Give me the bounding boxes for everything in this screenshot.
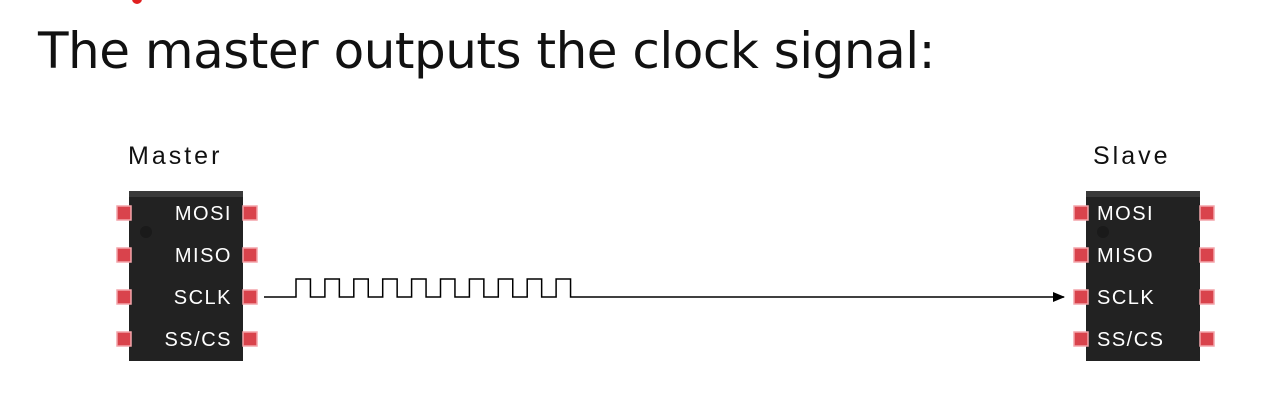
slave-pin-left-sclk bbox=[1073, 289, 1089, 305]
master-pin-right-sclk bbox=[242, 289, 258, 305]
slide-title: The master outputs the clock signal: bbox=[38, 22, 935, 80]
slave-chip-body bbox=[1086, 191, 1200, 361]
master-pin-right-mosi bbox=[242, 205, 258, 221]
master-pin-left-sscs bbox=[116, 331, 132, 347]
master-pin1-dot bbox=[140, 226, 152, 238]
slave-pin-right-miso bbox=[1199, 247, 1215, 263]
master-chip: MOSI MISO SCLK SS/CS bbox=[116, 191, 258, 361]
slave-pin-left-sscs bbox=[1073, 331, 1089, 347]
slave-pin1-dot bbox=[1097, 226, 1109, 238]
slave-pin-label-miso: MISO bbox=[1097, 245, 1154, 267]
slave-pin-right-sclk bbox=[1199, 289, 1215, 305]
slave-pin-right-sscs bbox=[1199, 331, 1215, 347]
slave-pins-left bbox=[1073, 205, 1089, 347]
slave-pins-right bbox=[1199, 205, 1215, 347]
master-pin-label-sclk: SCLK bbox=[174, 287, 232, 309]
master-pin-left-mosi bbox=[116, 205, 132, 221]
slave-pin-label-sclk: SCLK bbox=[1097, 287, 1155, 309]
master-label: Master bbox=[128, 142, 223, 170]
slave-label: Slave bbox=[1093, 142, 1171, 170]
master-pin-right-sscs bbox=[242, 331, 258, 347]
master-pin-label-miso: MISO bbox=[175, 245, 232, 267]
slave-pin-right-mosi bbox=[1199, 205, 1215, 221]
master-pin-right-miso bbox=[242, 247, 258, 263]
slave-pin-left-mosi bbox=[1073, 205, 1089, 221]
master-chip-body bbox=[129, 191, 243, 361]
master-pin-label-sscs: SS/CS bbox=[164, 329, 232, 351]
slave-pin-label-sscs: SS/CS bbox=[1097, 329, 1165, 351]
master-pin-label-mosi: MOSI bbox=[175, 203, 232, 225]
master-pins-right bbox=[242, 205, 258, 347]
slave-chip: MOSI MISO SCLK SS/CS bbox=[1073, 191, 1215, 361]
master-pin-left-miso bbox=[116, 247, 132, 263]
master-pin-left-sclk bbox=[116, 289, 132, 305]
title-accent bbox=[132, 0, 222, 8]
slave-chip-top-edge bbox=[1086, 191, 1200, 197]
master-pins-left bbox=[116, 205, 132, 347]
slave-pin-left-miso bbox=[1073, 247, 1089, 263]
clock-signal-waveform bbox=[264, 278, 585, 298]
master-chip-top-edge bbox=[129, 191, 243, 197]
slave-pin-label-mosi: MOSI bbox=[1097, 203, 1154, 225]
